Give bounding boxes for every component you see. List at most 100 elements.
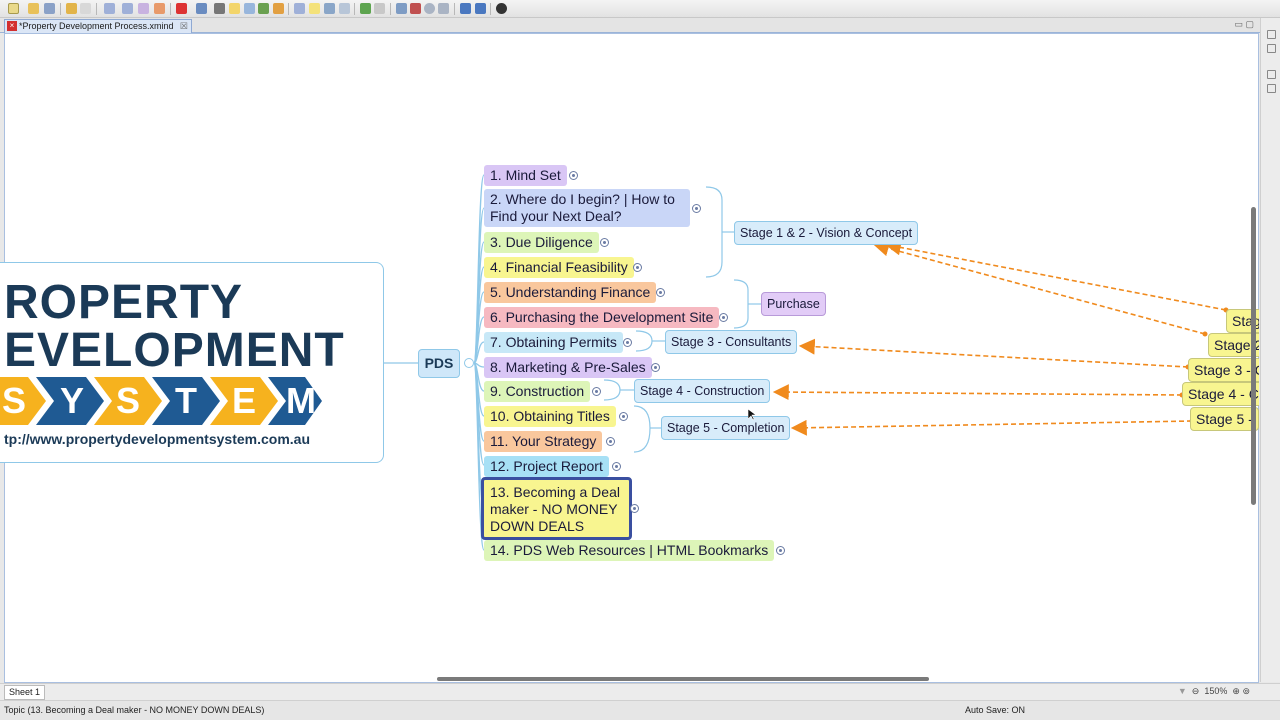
callout-icon[interactable] (339, 3, 350, 14)
main-toolbar (0, 0, 1280, 18)
outline-icon[interactable] (1267, 44, 1276, 53)
boundary-icon[interactable] (294, 3, 305, 14)
floating-stage-5[interactable]: Stage 5 - (1190, 407, 1259, 431)
logo-line-development: EVELOPMENT (4, 324, 345, 377)
hyperlink-icon[interactable] (214, 3, 225, 14)
expand-icon[interactable] (692, 204, 701, 213)
topic-your-strategy[interactable]: 11. Your Strategy (484, 431, 603, 452)
topic-mind-set[interactable]: 1. Mind Set (484, 165, 567, 186)
flag-marker-icon[interactable] (176, 3, 187, 14)
expand-icon[interactable] (656, 288, 665, 297)
horizontal-scrollbar[interactable] (437, 677, 929, 681)
expand-icon[interactable] (592, 387, 601, 396)
notes-icon[interactable] (229, 3, 240, 14)
relationship-icon[interactable] (154, 3, 165, 14)
new-icon[interactable] (8, 3, 19, 14)
summary-icon[interactable] (324, 3, 335, 14)
vertical-scrollbar[interactable] (1251, 207, 1256, 505)
search-icon[interactable] (438, 3, 449, 14)
floating-nodes-clip: Stag Stage 2 Stage 3 - C Stage 4 - C Sta… (1180, 300, 1259, 440)
expand-icon[interactable] (623, 338, 632, 347)
export-icon[interactable] (475, 3, 486, 14)
topic-deal-maker-selected[interactable]: 13. Becoming a Deal maker - NO MONEY DOW… (481, 477, 632, 540)
close-icon[interactable]: ☒ (179, 21, 188, 31)
save-icon[interactable] (44, 3, 55, 14)
expand-icon[interactable] (569, 171, 578, 180)
topic-marketing-presales[interactable]: 8. Marketing & Pre-Sales (484, 357, 652, 378)
summary-stage-1-2[interactable]: Stage 1 & 2 - Vision & Concept (734, 221, 919, 245)
attachment-icon[interactable] (258, 3, 269, 14)
expand-icon[interactable] (651, 363, 660, 372)
editor-window-controls: ▭ ▢ (1234, 19, 1254, 30)
topic-purchasing-site[interactable]: 6. Purchasing the Development Site (484, 307, 720, 328)
audio-icon[interactable] (273, 3, 284, 14)
expand-icon[interactable] (606, 437, 615, 446)
panel-toggle-icon[interactable] (1267, 30, 1276, 39)
topic-obtaining-permits[interactable]: 7. Obtaining Permits (484, 332, 623, 353)
document-tab-label: *Property Development Process.xmind (19, 21, 174, 31)
share-icon[interactable] (460, 3, 471, 14)
topic-pds-web-resources[interactable]: 14. PDS Web Resources | HTML Bookmarks (484, 540, 775, 561)
expand-icon[interactable] (719, 313, 728, 322)
floating-stage-4[interactable]: Stage 4 - C (1182, 382, 1259, 406)
topic-due-diligence[interactable]: 3. Due Diligence (484, 232, 599, 253)
summary-stage-3[interactable]: Stage 3 - Consultants (665, 330, 798, 354)
properties-icon[interactable] (1267, 70, 1276, 79)
summary-purchase[interactable]: Purchase (761, 292, 826, 316)
summary-stage-5[interactable]: Stage 5 - Completion (661, 416, 791, 440)
topic-obtaining-titles[interactable]: 10. Obtaining Titles (484, 406, 616, 427)
sheet-bar: Sheet 1 ▼ ⊖ 150% ⊕ ⊚ (0, 683, 1280, 700)
logo-band-letter: T (175, 380, 197, 421)
topic-construction[interactable]: 9. Construction (484, 381, 591, 402)
topic-project-report[interactable]: 12. Project Report (484, 456, 609, 477)
logo-line-property: ROPERTY (4, 276, 244, 329)
open-icon[interactable] (28, 3, 39, 14)
expand-icon[interactable] (600, 238, 609, 247)
central-topic-pds[interactable]: PDS (418, 349, 460, 378)
settings-gear-icon[interactable] (496, 3, 507, 14)
xmind-file-icon: × (7, 21, 17, 31)
expand-icon[interactable] (630, 504, 639, 513)
autosave-indicator[interactable]: Auto Save: ON (965, 705, 1026, 715)
document-tab[interactable]: × *Property Development Process.xmind ☒ (4, 19, 192, 33)
topic-where-do-i-begin[interactable]: 2. Where do I begin? | How to Find your … (484, 189, 690, 227)
maximize-icon[interactable]: ▢ (1245, 19, 1254, 29)
zoom-out-icon[interactable]: ⊖ (1191, 686, 1200, 696)
expand-icon[interactable] (776, 546, 785, 555)
topic-icon[interactable] (104, 3, 115, 14)
logo-band-letter: S (1, 380, 26, 421)
redo-icon[interactable] (80, 3, 91, 14)
filter-icon[interactable]: ▼ (1177, 686, 1187, 696)
subtopic-icon[interactable] (122, 3, 133, 14)
topic-understanding-finance[interactable]: 5. Understanding Finance (484, 282, 657, 303)
zoom-in-icon[interactable]: ⊕ (1232, 686, 1240, 696)
clock-icon[interactable] (424, 3, 435, 14)
topic-financial-feasibility[interactable]: 4. Financial Feasibility (484, 257, 634, 278)
label-icon[interactable] (244, 3, 255, 14)
status-bar: Topic (13. Becoming a Deal maker - NO MO… (0, 700, 1280, 720)
floating-stage-3[interactable]: Stage 3 - C (1188, 358, 1259, 382)
drill-up-icon[interactable] (374, 3, 385, 14)
gantt-icon[interactable] (410, 3, 421, 14)
floating-topic-icon[interactable] (138, 3, 149, 14)
image-icon[interactable] (196, 3, 207, 14)
zoom-level[interactable]: 150% (1204, 686, 1228, 696)
sheet-tab[interactable]: Sheet 1 (4, 685, 46, 700)
minimize-icon[interactable]: ▭ (1234, 19, 1243, 29)
logo-band-letter: S (115, 380, 140, 421)
expand-icon[interactable] (612, 462, 621, 471)
drill-down-icon[interactable] (360, 3, 371, 14)
presentation-icon[interactable] (396, 3, 407, 14)
logo-band-letter: E (231, 380, 256, 421)
idea-icon[interactable] (309, 3, 320, 14)
logo-band-letter: M (286, 380, 316, 421)
undo-icon[interactable] (66, 3, 77, 14)
expand-icon[interactable] (633, 263, 642, 272)
editor-tab-bar: × *Property Development Process.xmind ☒ … (0, 18, 1260, 33)
fit-icon[interactable]: ⊚ (1242, 686, 1250, 696)
expand-icon[interactable] (619, 412, 628, 421)
floating-stage-2[interactable]: Stage 2 (1208, 333, 1259, 357)
summary-stage-4[interactable]: Stage 4 - Construction (634, 379, 771, 403)
overview-icon[interactable] (1267, 84, 1276, 93)
